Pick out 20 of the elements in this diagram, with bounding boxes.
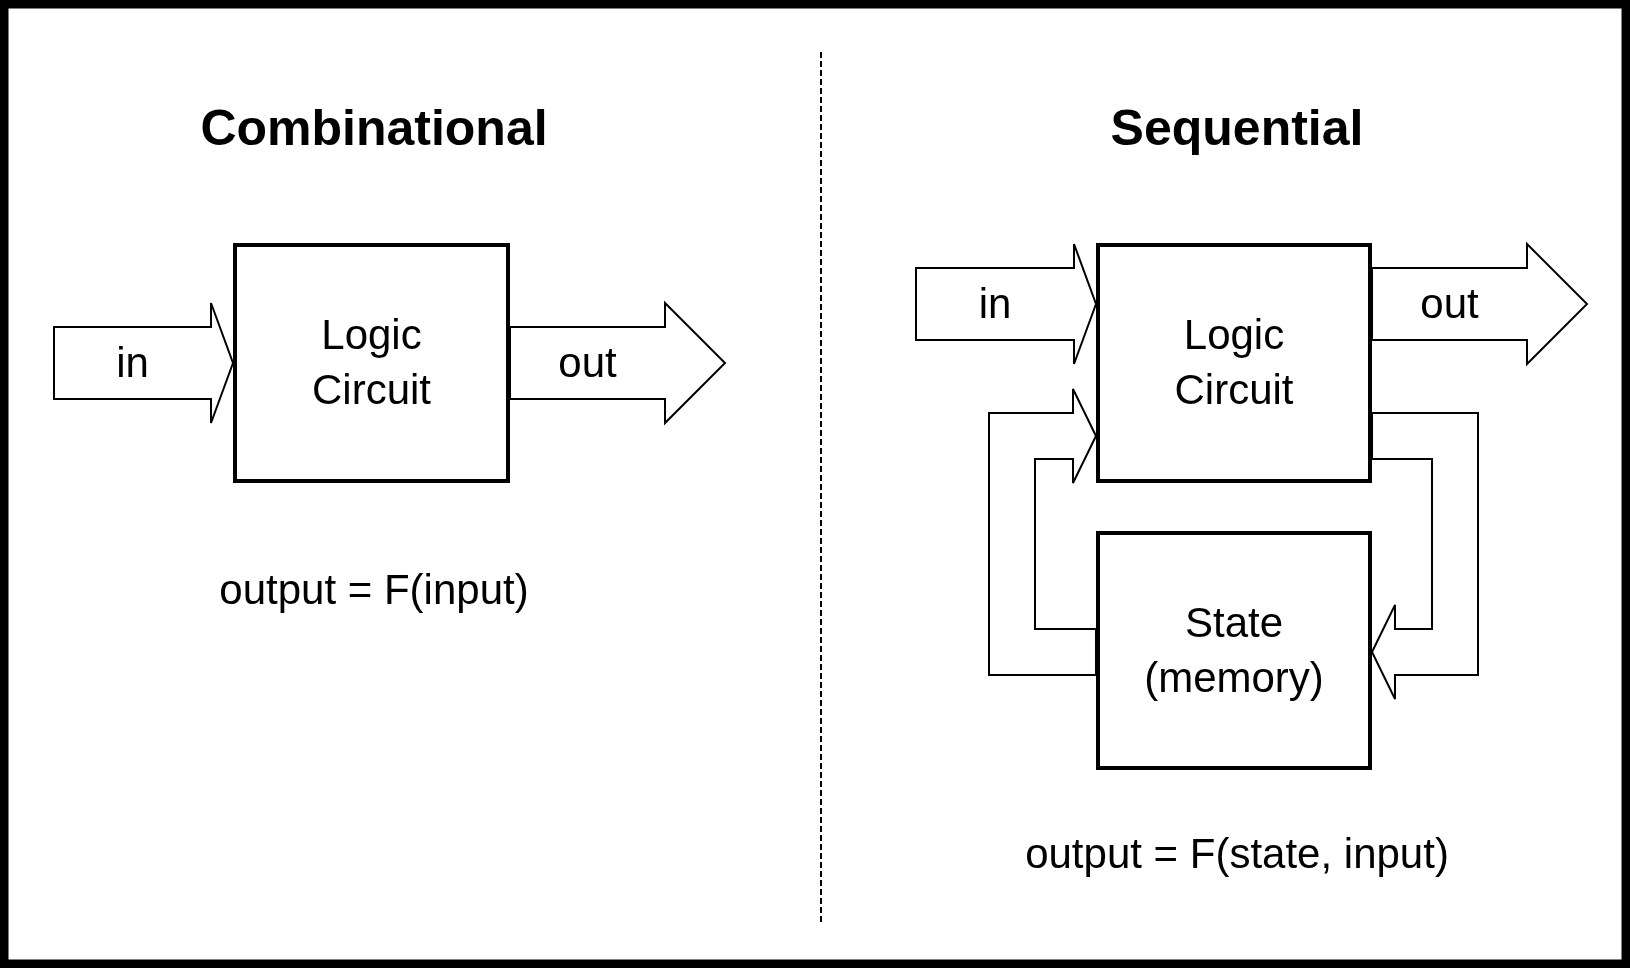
section-heading: Sequential xyxy=(1110,99,1364,157)
formula-text: output = F(input) xyxy=(219,566,529,614)
block-arrow xyxy=(1370,412,1479,700)
block-arrow xyxy=(988,388,1098,676)
process-box xyxy=(1096,531,1372,770)
edge-label: in xyxy=(978,280,1012,328)
process-box xyxy=(1096,243,1372,483)
block-arrow xyxy=(509,300,727,426)
process-box xyxy=(233,243,510,483)
box-label: Logic Circuit xyxy=(1173,310,1295,415)
edge-label: out xyxy=(1420,280,1479,328)
block-arrow xyxy=(1371,241,1589,367)
section-heading: Combinational xyxy=(200,99,548,157)
block-arrow xyxy=(915,243,1098,365)
edge-label: in xyxy=(116,339,149,387)
box-label: State (memory) xyxy=(1143,597,1325,703)
formula-text: output = F(state, input) xyxy=(1025,830,1449,878)
block-arrow xyxy=(53,302,235,424)
edge-label: out xyxy=(558,339,617,387)
box-label: Logic Circuit xyxy=(311,310,432,415)
